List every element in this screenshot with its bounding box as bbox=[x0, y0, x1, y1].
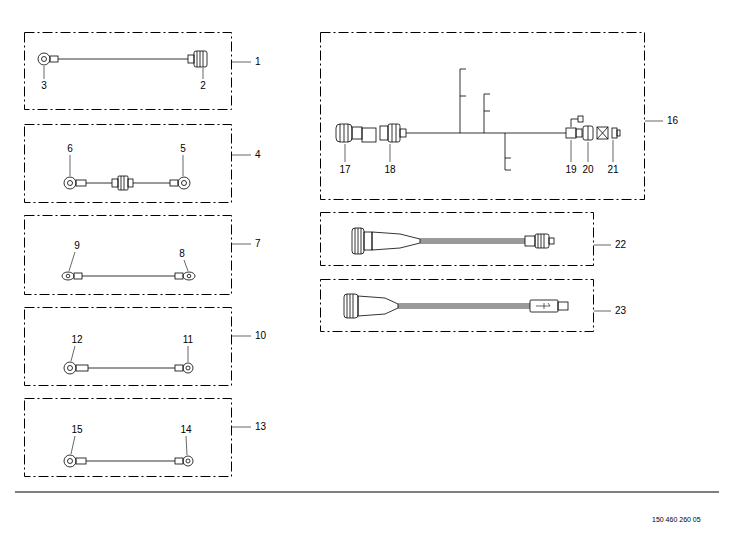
cable-22 bbox=[352, 228, 554, 254]
group-frame: 13 bbox=[24, 398, 232, 477]
drawing-number: 150 460 260 05 bbox=[652, 514, 701, 526]
callout-number: 17 bbox=[339, 164, 350, 176]
group-frame: 16 bbox=[320, 32, 645, 200]
callout-number: 11 bbox=[183, 334, 193, 346]
group-frame: 22 bbox=[320, 212, 594, 266]
harness-16 bbox=[336, 69, 620, 170]
callout-number: 18 bbox=[384, 164, 395, 176]
callout-number: 8 bbox=[179, 248, 185, 260]
dash-dot-frame bbox=[24, 32, 232, 110]
group-number: 1 bbox=[255, 56, 261, 68]
dash-dot-frame bbox=[24, 398, 232, 477]
dash-dot-frame bbox=[24, 307, 232, 386]
dash-dot-frame bbox=[24, 124, 232, 203]
group-number: 13 bbox=[255, 421, 266, 433]
group-frame: 10 bbox=[24, 307, 232, 386]
group-number: 16 bbox=[667, 115, 678, 127]
group-number: 4 bbox=[255, 149, 261, 161]
group-number: 23 bbox=[615, 305, 626, 317]
callout-number: 6 bbox=[67, 143, 73, 155]
group-number: 10 bbox=[255, 330, 266, 342]
dash-dot-frame bbox=[320, 32, 645, 200]
callout-number: 15 bbox=[71, 424, 82, 436]
cable-13 bbox=[64, 455, 193, 467]
group-number: 22 bbox=[615, 239, 626, 251]
group-frame: 4 bbox=[24, 124, 232, 203]
callout-number: 21 bbox=[607, 164, 618, 176]
group-frame: 1 bbox=[24, 32, 232, 110]
callout-number: 2 bbox=[200, 80, 206, 92]
cable-10 bbox=[64, 362, 193, 374]
callout-number: 5 bbox=[180, 143, 186, 155]
cable-1 bbox=[38, 51, 207, 67]
callout-number: 20 bbox=[582, 164, 593, 176]
group-frame: 23 bbox=[320, 279, 594, 332]
cable-23 bbox=[344, 294, 568, 318]
callout-number: 19 bbox=[565, 164, 576, 176]
cable-4 bbox=[64, 176, 190, 190]
dash-dot-frame bbox=[24, 215, 232, 295]
callout-number: 12 bbox=[71, 334, 82, 346]
group-number: 7 bbox=[255, 238, 261, 250]
group-frame: 7 bbox=[24, 215, 232, 295]
dash-dot-frame bbox=[320, 212, 594, 266]
callout-number: 14 bbox=[180, 424, 191, 436]
cable-7 bbox=[62, 272, 195, 280]
dash-dot-frame bbox=[320, 279, 594, 332]
callout-number: 9 bbox=[74, 240, 80, 252]
callout-number: 3 bbox=[41, 80, 47, 92]
